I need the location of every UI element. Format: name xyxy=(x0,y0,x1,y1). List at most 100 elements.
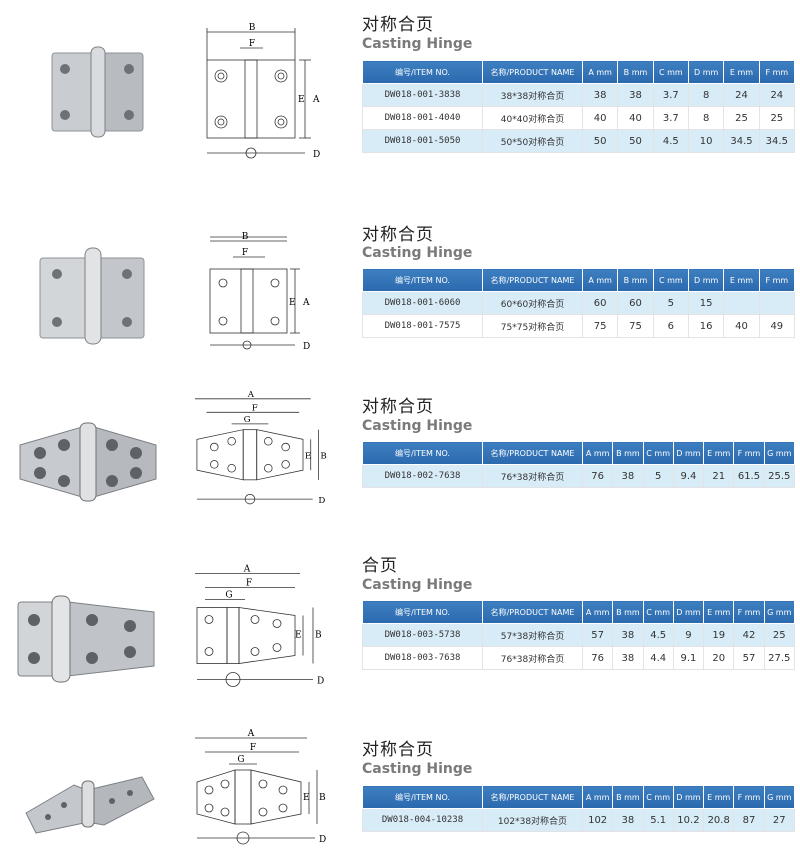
drawing-label-b: B xyxy=(249,23,256,33)
dim-f: 49 xyxy=(758,314,795,338)
col-header: F mm xyxy=(758,60,795,84)
col-header: C mm xyxy=(642,441,674,465)
drawing-label-a: A xyxy=(312,95,320,105)
spec-table: 编号/ITEM NO. 名称/PRODUCT NAME A mm B mm C … xyxy=(362,785,795,832)
drawing-label-g: G xyxy=(225,591,232,601)
col-header: E mm xyxy=(703,441,735,465)
drawing-label-e: E xyxy=(305,452,311,462)
col-header: B mm xyxy=(612,441,644,465)
dim-g: 27 xyxy=(763,808,795,832)
dim-e: 34.5 xyxy=(723,129,760,153)
dim-d: 15 xyxy=(687,291,725,315)
tapered-hinge-drawing-icon: A F G E B D xyxy=(195,390,327,506)
drawing-label-e: E xyxy=(303,793,310,803)
table-row: DW018-001-5050 50*50对称合页 50 50 4.5 10 34… xyxy=(362,129,795,153)
dim-c: 5 xyxy=(652,291,689,315)
col-header: E mm xyxy=(703,600,735,624)
section-title-cn: 合页 xyxy=(362,556,398,576)
dim-b: 75 xyxy=(617,314,654,338)
table-row: DW018-002-7638 76*38对称合页 76 38 5 9.4 21 … xyxy=(362,464,795,488)
spec-table: 编号/ITEM NO. 名称/PRODUCT NAME A mm B mm C … xyxy=(362,60,795,153)
drawing-label-f: F xyxy=(246,579,252,589)
col-header: 名称/PRODUCT NAME xyxy=(482,60,583,84)
col-header: 编号/ITEM NO. xyxy=(362,441,483,465)
dim-c: 4.5 xyxy=(642,623,674,647)
col-header: A mm xyxy=(581,785,614,809)
col-header: F mm xyxy=(758,268,795,292)
table-header-row: 编号/ITEM NO. 名称/PRODUCT NAME A mm B mm C … xyxy=(362,785,795,809)
dim-f: 57 xyxy=(733,646,765,670)
col-header: B mm xyxy=(617,268,654,292)
dim-f: 34.5 xyxy=(758,129,795,153)
col-header: F mm xyxy=(733,785,765,809)
product-name: 50*50对称合页 xyxy=(482,129,583,153)
col-header: F mm xyxy=(733,441,765,465)
item-no: DW018-001-5050 xyxy=(362,129,483,153)
product-name: 60*60对称合页 xyxy=(482,291,583,315)
drawing-label-f: F xyxy=(249,39,255,49)
dim-e: 40 xyxy=(723,314,760,338)
drawing-label-g: G xyxy=(244,415,251,425)
table-row: DW018-001-3838 38*38对称合页 38 38 3.7 8 24 … xyxy=(362,83,795,107)
dim-d: 10.2 xyxy=(672,808,705,832)
drawing-label-b: B xyxy=(242,232,249,242)
col-header: C mm xyxy=(642,600,674,624)
table-header-row: 编号/ITEM NO. 名称/PRODUCT NAME A mm B mm C … xyxy=(362,600,795,624)
drawing-label-a: A xyxy=(302,298,310,308)
drawing-label-e: E xyxy=(298,95,305,105)
square-hinge-photo-icon xyxy=(51,46,144,138)
section-title-en: Casting Hinge xyxy=(362,36,473,52)
section-title-en: Casting Hinge xyxy=(362,245,473,261)
col-header: 名称/PRODUCT NAME xyxy=(482,600,583,624)
product-name: 102*38对称合页 xyxy=(482,808,583,832)
col-header: C mm xyxy=(642,785,674,809)
section-title-cn: 对称合页 xyxy=(362,225,434,245)
col-header: E mm xyxy=(723,60,760,84)
dim-e xyxy=(723,291,760,315)
item-no: DW018-004-10238 xyxy=(362,808,483,832)
dim-c: 3.7 xyxy=(652,106,689,130)
tapered-hinge-photo-icon xyxy=(19,422,157,502)
dim-a: 76 xyxy=(581,464,614,488)
square-hinge-photo-icon xyxy=(39,247,145,345)
item-no: DW018-001-7575 xyxy=(362,314,483,338)
col-header: E mm xyxy=(703,785,735,809)
dim-a: 50 xyxy=(581,129,619,153)
section-title-cn: 对称合页 xyxy=(362,397,434,417)
col-header: D mm xyxy=(672,600,705,624)
dim-c: 4.5 xyxy=(652,129,689,153)
drawing-label-a: A xyxy=(243,565,251,575)
long-tapered-hinge-photo-icon xyxy=(25,776,155,834)
dim-e: 21 xyxy=(703,464,735,488)
dim-b: 50 xyxy=(617,129,654,153)
dim-f: 42 xyxy=(733,623,765,647)
section-title-cn: 对称合页 xyxy=(362,15,434,35)
drawing-label-d: D xyxy=(319,835,326,845)
drawing-label-b: B xyxy=(315,631,322,641)
dim-d: 10 xyxy=(687,129,725,153)
section-title-en: Casting Hinge xyxy=(362,577,473,593)
product-name: 76*38对称合页 xyxy=(482,646,583,670)
table-row: DW018-003-5738 57*38对称合页 57 38 4.5 9 19 … xyxy=(362,623,795,647)
drawing-label-a: A xyxy=(247,729,255,739)
dim-a: 76 xyxy=(581,646,614,670)
dim-c: 5 xyxy=(642,464,674,488)
dim-f: 61.5 xyxy=(733,464,765,488)
table-row: DW018-001-4040 40*40对称合页 40 40 3.7 8 25 … xyxy=(362,106,795,130)
col-header: A mm xyxy=(581,60,619,84)
dim-d: 9.4 xyxy=(672,464,705,488)
col-header: 编号/ITEM NO. xyxy=(362,785,483,809)
col-header: D mm xyxy=(687,60,725,84)
table-row: DW018-001-7575 75*75对称合页 75 75 6 16 40 4… xyxy=(362,314,795,338)
drawing-label-g: G xyxy=(237,755,244,765)
item-no: DW018-003-7638 xyxy=(362,646,483,670)
product-name: 40*40对称合页 xyxy=(482,106,583,130)
dim-a: 60 xyxy=(581,291,619,315)
drawing-label-b: B xyxy=(320,452,326,462)
col-header: C mm xyxy=(652,268,689,292)
dim-d: 8 xyxy=(687,106,725,130)
dim-b: 38 xyxy=(617,83,654,107)
col-header: 名称/PRODUCT NAME xyxy=(482,441,583,465)
dim-c: 5.1 xyxy=(642,808,674,832)
half-tapered-hinge-drawing-icon: A F G E B D xyxy=(195,565,324,687)
